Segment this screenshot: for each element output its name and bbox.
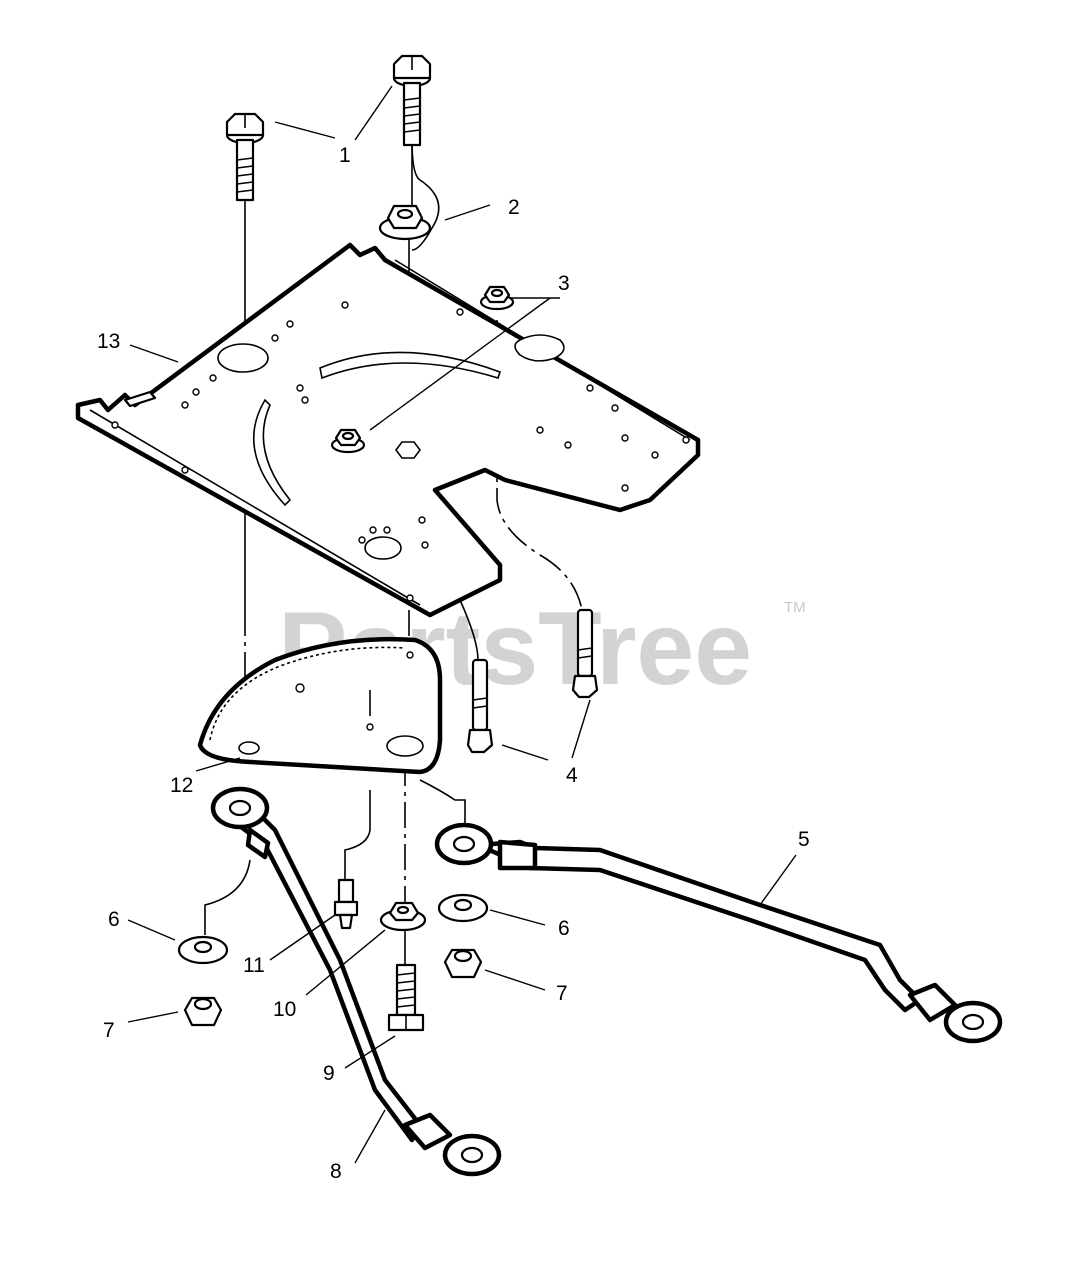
mounting-plate — [75, 242, 701, 618]
washer-6-right — [437, 893, 489, 923]
callout-3: 3 — [558, 272, 570, 295]
bolt-9 — [387, 963, 425, 1032]
callout-12: 12 — [170, 774, 193, 797]
nut-7-left — [183, 996, 223, 1027]
callout-6-left: 6 — [108, 908, 120, 931]
nut-3-right — [479, 285, 515, 311]
bolt-11 — [333, 878, 359, 930]
flange-nut — [378, 204, 432, 241]
callout-6-right: 6 — [558, 917, 570, 940]
bolt-right — [392, 54, 432, 147]
bolt-left — [225, 112, 265, 202]
callout-8: 8 — [330, 1160, 342, 1183]
callout-1: 1 — [339, 144, 351, 167]
rod-8 — [210, 786, 502, 1177]
nut-7-right — [443, 948, 483, 979]
quadrant-plate — [197, 636, 443, 775]
callout-9: 9 — [323, 1062, 335, 1085]
leader-lines — [127, 85, 797, 1164]
nut-10 — [379, 901, 427, 932]
nut-3-left — [330, 428, 366, 454]
callouts: 1 2 3 4 5 6 6 7 7 8 9 10 11 12 13 — [97, 144, 810, 1183]
callout-5: 5 — [798, 828, 810, 851]
bolt-4-right — [571, 608, 599, 699]
bolt-4-left — [466, 658, 494, 754]
rod-5 — [434, 822, 1003, 1044]
callout-7-left: 7 — [103, 1019, 115, 1042]
callout-13: 13 — [97, 330, 120, 353]
callout-7-right: 7 — [556, 982, 568, 1005]
callout-4: 4 — [566, 764, 578, 787]
callout-11: 11 — [243, 954, 265, 977]
washer-6-left — [177, 935, 229, 965]
callout-2: 2 — [508, 196, 520, 219]
watermark-trademark: TM — [784, 599, 806, 616]
callout-10: 10 — [273, 998, 296, 1021]
